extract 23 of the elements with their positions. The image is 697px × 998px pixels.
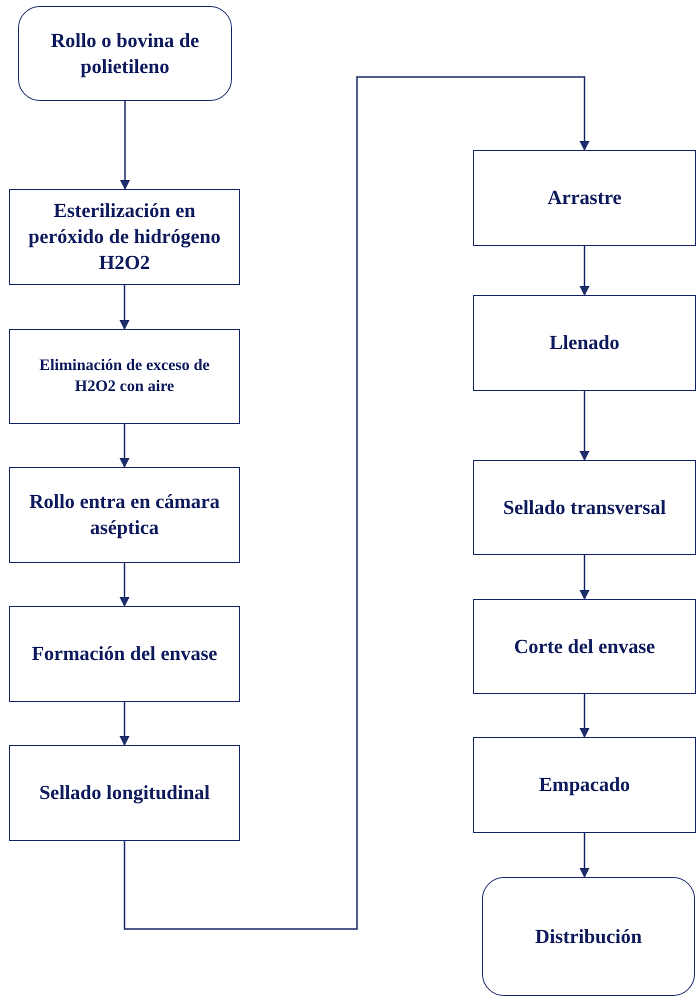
arrow bbox=[580, 555, 590, 600]
arrow bbox=[580, 391, 590, 461]
arrow bbox=[124, 76, 590, 930]
process-box: Esterilización en peróxido de hidrógeno H2O2 bbox=[9, 189, 240, 285]
process-box: Rollo entra en cámara aséptica bbox=[9, 467, 240, 563]
arrow bbox=[120, 563, 130, 607]
arrow bbox=[120, 285, 130, 330]
terminal-box: Distribución bbox=[482, 877, 695, 996]
arrow bbox=[580, 833, 590, 878]
arrow bbox=[120, 101, 130, 190]
process-box: Eliminación de exceso de H2O2 con aire bbox=[9, 329, 240, 424]
arrow bbox=[120, 702, 130, 746]
process-box: Sellado transversal bbox=[473, 460, 696, 555]
process-box: Formación del envase bbox=[9, 606, 240, 702]
process-box: Sellado longitudinal bbox=[9, 745, 240, 841]
process-box: Arrastre bbox=[473, 150, 696, 246]
process-box: Empacado bbox=[473, 737, 696, 833]
arrow bbox=[580, 694, 590, 738]
arrow bbox=[580, 246, 590, 296]
terminal-box: Rollo o bovina de polietileno bbox=[18, 6, 232, 101]
arrow bbox=[120, 424, 130, 468]
process-box: Llenado bbox=[473, 295, 696, 391]
process-box: Corte del envase bbox=[473, 599, 696, 694]
